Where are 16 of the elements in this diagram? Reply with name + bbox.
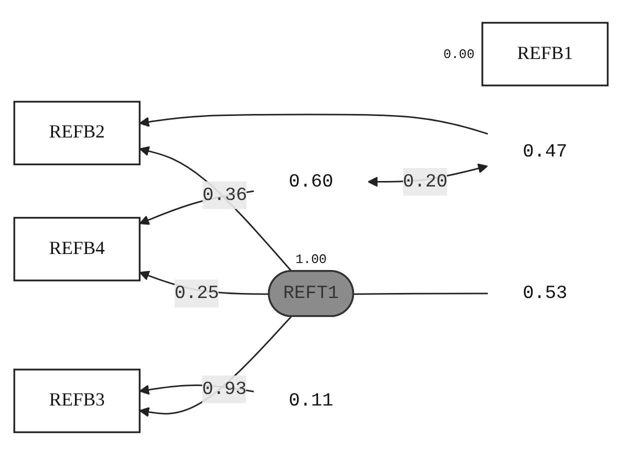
edge-label: 0.20 bbox=[402, 171, 448, 192]
node-box: REFB2 bbox=[13, 100, 141, 166]
node-text: 0.53 bbox=[522, 283, 568, 304]
node-text: 0.11 bbox=[288, 390, 334, 412]
node-box: REFB1 bbox=[481, 22, 609, 86]
value-label: 0.00 bbox=[443, 46, 475, 62]
node-box: REFB4 bbox=[13, 216, 141, 282]
arrow bbox=[139, 114, 488, 135]
node-box: REFB3 bbox=[13, 368, 141, 434]
node-text: 0.47 bbox=[522, 141, 568, 162]
value-label: 1.00 bbox=[296, 252, 327, 267]
node-text: 0.60 bbox=[288, 171, 334, 192]
edge-label: 0.36 bbox=[202, 184, 248, 206]
edge-label: 0.93 bbox=[202, 378, 247, 400]
edge-label: 0.25 bbox=[174, 283, 220, 304]
connector bbox=[354, 292, 488, 295]
